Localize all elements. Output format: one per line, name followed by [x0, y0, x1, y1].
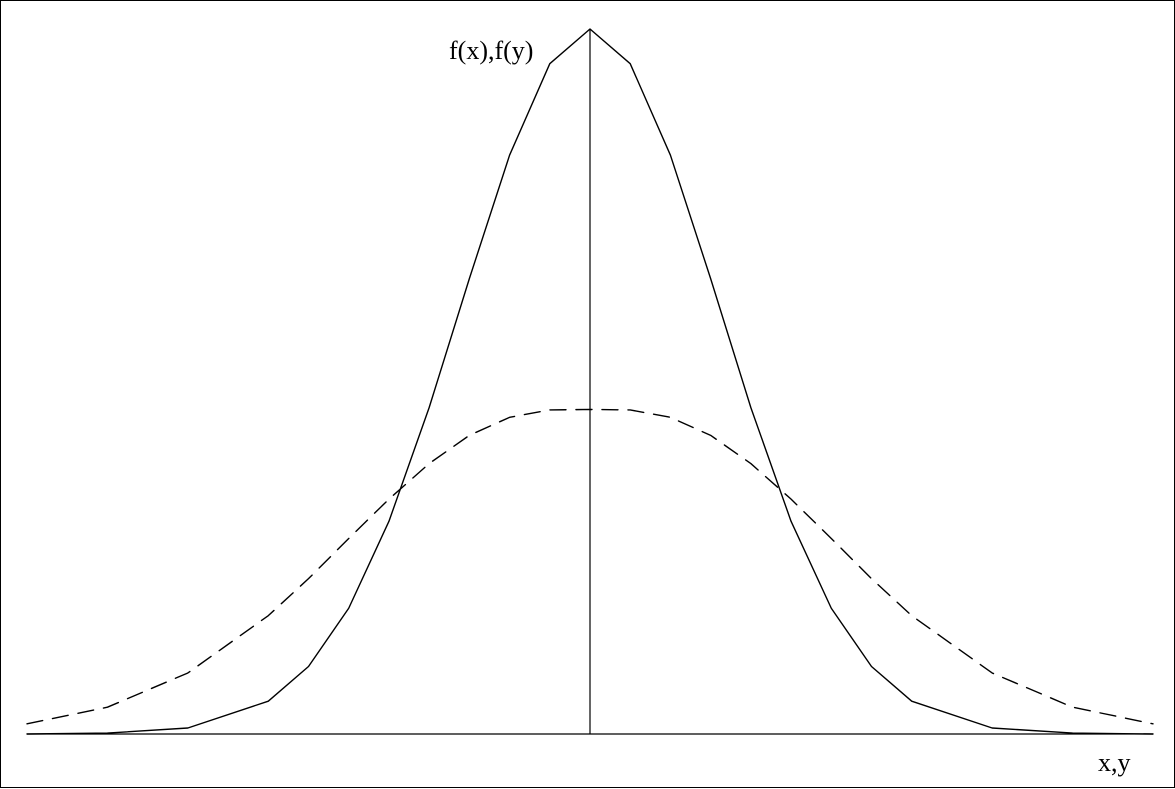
x-axis-label: x,y	[1098, 748, 1131, 777]
y-axis-label: f(x),f(y)	[449, 36, 533, 65]
